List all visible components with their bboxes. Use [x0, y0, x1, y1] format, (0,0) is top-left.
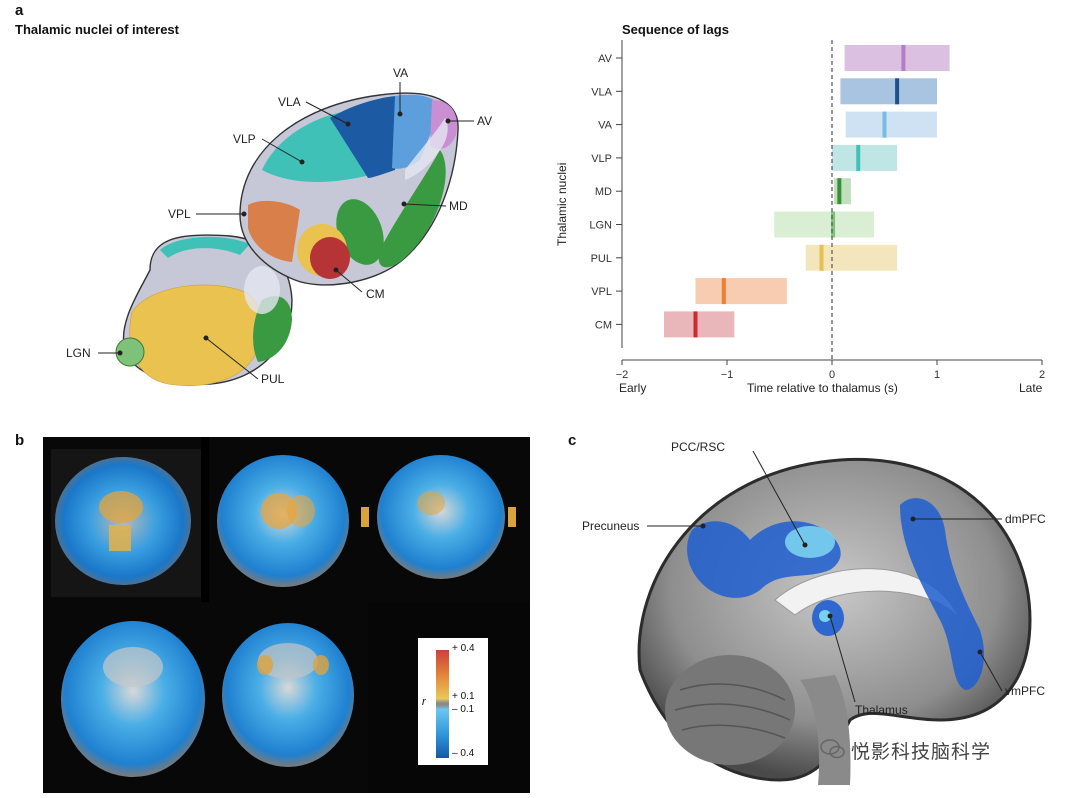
lag-bar-pul	[805, 244, 898, 271]
ylabel-cm: CM	[595, 319, 612, 331]
colorbar-r-label: r	[422, 696, 426, 708]
xtick-label-2: 0	[829, 369, 835, 381]
panel-a-letter: a	[15, 2, 24, 19]
cerebellum	[665, 655, 795, 765]
lag-median-lgn	[831, 211, 836, 238]
ylabel-vlp: VLP	[591, 153, 612, 165]
lag-median-vpl	[721, 278, 726, 305]
lag-bar-vlp	[832, 144, 898, 171]
lag-chart: AV VLA VA VLP MD LGN PUL VPL CM −2 −1 0 1 2	[589, 40, 1045, 381]
lag-median-va	[882, 111, 887, 138]
ylabel-vpl: VPL	[591, 286, 612, 298]
chart-x-right-label: Late	[1019, 381, 1043, 395]
fmri-panel: r + 0.4 + 0.1 – 0.1 – 0.4	[43, 437, 530, 793]
lag-bar-cm	[664, 311, 735, 338]
lag-median-pul	[819, 244, 824, 271]
label-pcc-rsc: PCC/RSC	[671, 440, 726, 454]
label-cm: CM	[366, 287, 385, 301]
thalamus-leaders	[98, 82, 474, 380]
chart-xlabel: Time relative to thalamus (s)	[747, 381, 898, 395]
label-lgn: LGN	[66, 346, 91, 360]
vla-blue	[330, 95, 410, 178]
lag-bar-vpl	[695, 278, 787, 305]
lag-median-cm	[693, 311, 698, 338]
pul-teal-cap	[160, 236, 250, 258]
lag-median-av	[901, 45, 906, 71]
medial-brain	[637, 457, 1032, 785]
label-md: MD	[449, 199, 468, 213]
slice-3	[377, 455, 505, 579]
colorbar-gradient	[436, 650, 449, 758]
dmpfc-activation	[900, 498, 985, 690]
cm-red	[310, 237, 350, 279]
thalamus-illustration	[115, 92, 459, 386]
ylabel-va: VA	[598, 120, 613, 132]
watermark-text: 悦影科技脑科学	[851, 742, 992, 763]
pul-highlight	[244, 266, 280, 314]
lag-bar-vla	[840, 78, 937, 105]
label-vlp: VLP	[233, 132, 256, 146]
colorbar-tick-3: – 0.1	[452, 704, 475, 715]
label-thalamus: Thalamus	[855, 703, 908, 717]
lag-bar-md	[834, 178, 851, 205]
ylabel-pul: PUL	[591, 253, 612, 265]
lag-median-vlp	[856, 144, 861, 171]
pul-yellow	[129, 284, 261, 386]
ylabel-lgn: LGN	[589, 220, 612, 232]
lag-bar-va	[845, 111, 937, 138]
va-light-blue	[392, 94, 440, 169]
colorbar-tick-2: + 0.1	[452, 691, 475, 702]
panel-a-title: Thalamic nuclei of interest	[15, 22, 179, 37]
label-vmpfc: vmPFC	[1005, 684, 1045, 698]
label-av: AV	[477, 114, 493, 128]
vpl-orange	[248, 200, 300, 262]
lag-bar-av	[844, 45, 950, 71]
panel-c-letter: c	[568, 432, 577, 449]
chart-x-left-label: Early	[619, 381, 647, 395]
label-va: VA	[393, 66, 409, 80]
ylabel-av: AV	[598, 53, 613, 65]
wechat-icon	[820, 738, 846, 760]
ylabel-vla: VLA	[591, 86, 612, 98]
label-precuneus: Precuneus	[582, 519, 640, 533]
slice-4	[61, 621, 205, 777]
lgn-shape	[115, 337, 145, 367]
xtick-label-3: 1	[934, 369, 940, 381]
label-vla: VLA	[278, 95, 301, 109]
lag-median-md	[837, 178, 842, 205]
label-pul: PUL	[261, 372, 285, 386]
label-vpl: VPL	[168, 207, 191, 221]
dorsal-highlight	[405, 118, 448, 180]
md-green-blob	[336, 199, 384, 265]
colorbar-tick-1: + 0.4	[452, 643, 475, 654]
colorbar-tick-4: – 0.4	[452, 748, 475, 759]
chart-ylabel: Thalamic nuclei	[555, 162, 569, 246]
label-dmpfc: dmPFC	[1005, 512, 1046, 526]
brain-leaders	[647, 450, 1003, 703]
xtick-label-1: −1	[721, 369, 734, 381]
lag-median-vla	[895, 78, 900, 105]
chart-title: Sequence of lags	[622, 22, 729, 37]
panel-b-letter: b	[15, 432, 25, 449]
ylabel-md: MD	[595, 186, 612, 198]
xtick-label-4: 2	[1039, 369, 1045, 381]
xtick-label-0: −2	[616, 369, 629, 381]
colorbar-box: r + 0.4 + 0.1 – 0.1 – 0.4	[418, 638, 488, 765]
pcc-activation	[785, 526, 835, 558]
md-green	[378, 150, 446, 268]
lag-bar-lgn	[774, 211, 874, 238]
